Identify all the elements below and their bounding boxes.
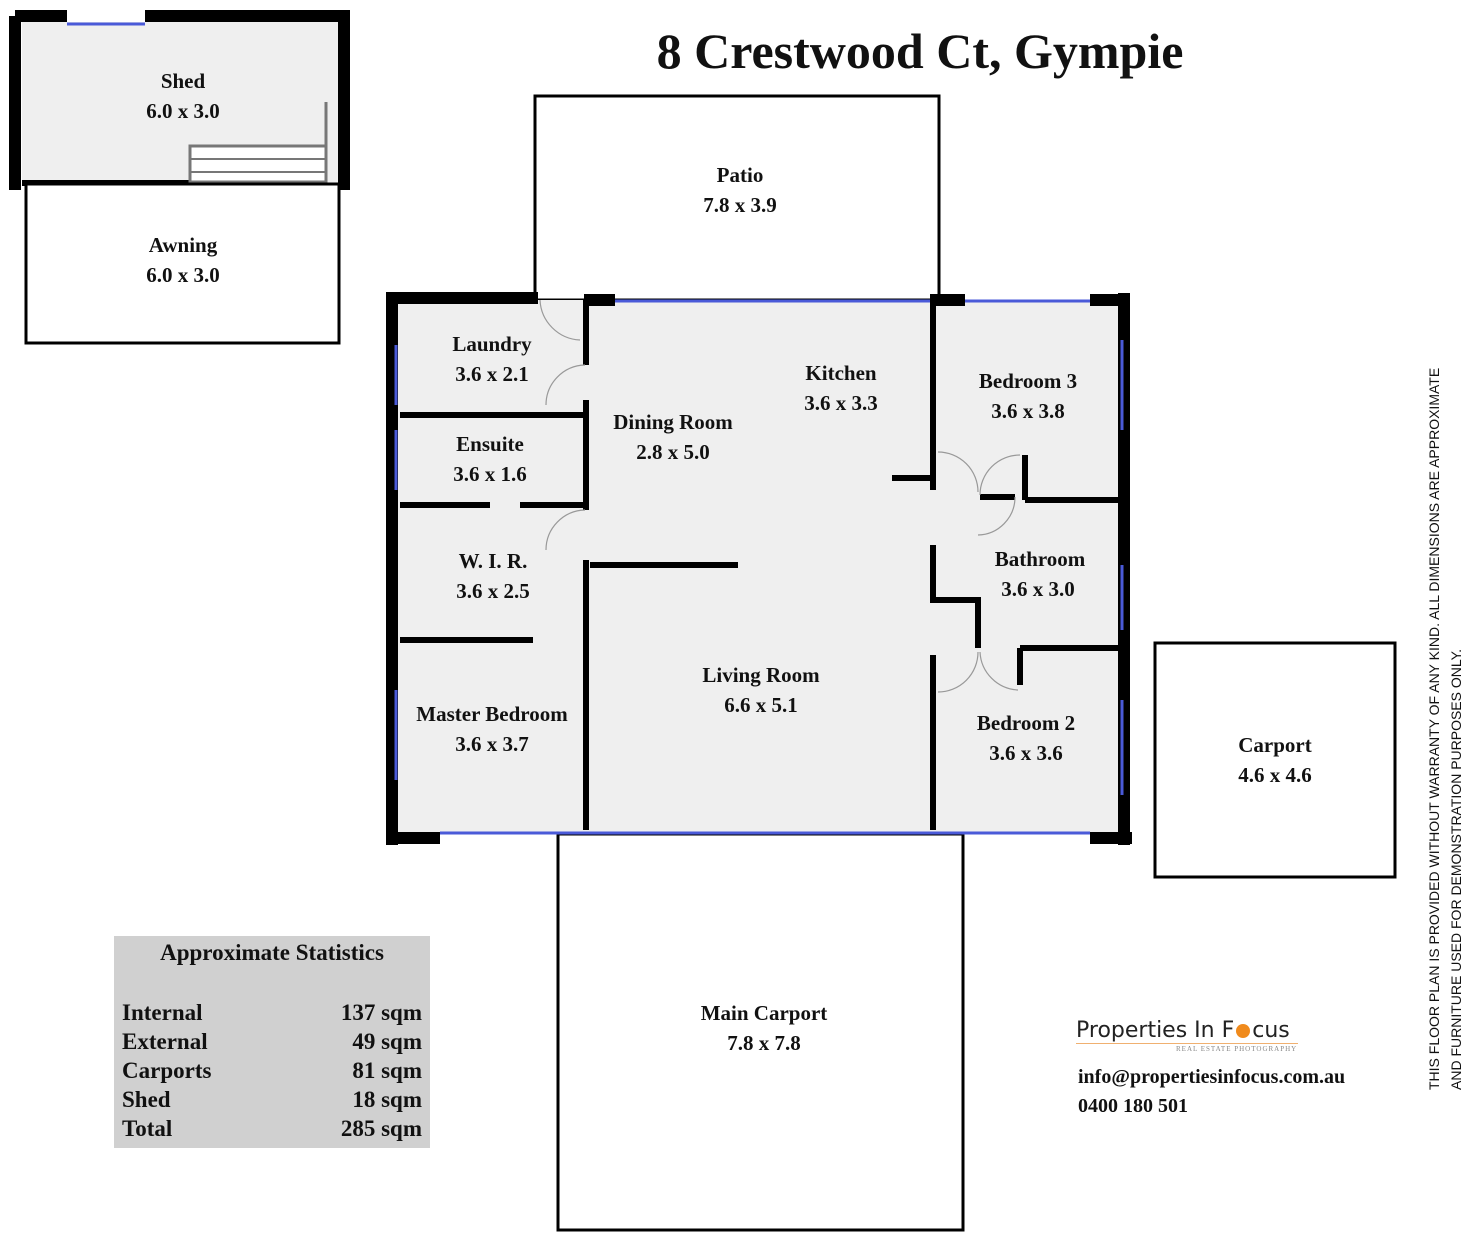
stat-value: 137 sqm xyxy=(340,1000,422,1025)
shed-roller-door xyxy=(188,144,328,184)
room-dims-awning: 6.0 x 3.0 xyxy=(146,263,220,287)
room-dims-laundry: 3.6 x 2.1 xyxy=(455,362,529,386)
room-name-master: Master Bedroom xyxy=(416,702,568,726)
room-dims-shed: 6.0 x 3.0 xyxy=(146,99,220,123)
room-name-laundry: Laundry xyxy=(452,332,532,356)
disclaimer-line: AND FURNITURE USED FOR DEMONSTRATION PUR… xyxy=(1448,648,1464,1090)
room-dims-patio: 7.8 x 3.9 xyxy=(703,193,777,217)
stat-label: Internal xyxy=(122,1000,203,1025)
statistics-heading: Approximate Statistics xyxy=(160,940,384,965)
room-dims-living: 6.6 x 5.1 xyxy=(724,693,798,717)
door-swings xyxy=(539,299,1021,693)
focus-house-icon xyxy=(1236,1024,1251,1038)
room-name-bed3: Bedroom 3 xyxy=(979,369,1077,393)
stat-row: Shed 18 sqm xyxy=(114,1085,430,1114)
statistics-panel: Approximate Statistics Internal 137 sqm E… xyxy=(114,936,430,1148)
stat-value: 18 sqm xyxy=(352,1087,422,1112)
room-name-kitchen: Kitchen xyxy=(805,361,876,385)
room-name-awning: Awning xyxy=(149,233,218,257)
room-dims-wir: 3.6 x 2.5 xyxy=(456,579,530,603)
room-dims-carport: 4.6 x 4.6 xyxy=(1238,763,1312,787)
stat-row: Internal 137 sqm xyxy=(114,998,430,1027)
stat-value: 285 sqm xyxy=(340,1116,422,1141)
room-name-patio: Patio xyxy=(717,163,764,187)
room-name-main-carport: Main Carport xyxy=(701,1001,828,1025)
stat-row: Total 285 sqm xyxy=(114,1114,430,1143)
stat-label: Shed xyxy=(122,1087,171,1112)
contact-info: info@propertiesinfocus.com.au 0400 180 5… xyxy=(1078,1063,1345,1121)
stat-label: Total xyxy=(122,1116,173,1141)
page-title: 8 Crestwood Ct, Gympie xyxy=(656,23,1184,79)
room-dims-dining: 2.8 x 5.0 xyxy=(636,440,710,464)
brand-name-part: cus xyxy=(1252,1018,1290,1043)
brand-name-part: Properties In F xyxy=(1076,1018,1235,1043)
contact-phone: 0400 180 501 xyxy=(1078,1095,1188,1117)
room-dims-master: 3.6 x 3.7 xyxy=(455,732,529,756)
awning-outline xyxy=(24,182,341,345)
stat-label: Carports xyxy=(122,1058,212,1083)
room-dims-kitchen: 3.6 x 3.3 xyxy=(804,391,878,415)
room-name-dining: Dining Room xyxy=(613,410,733,434)
room-name-bed2: Bedroom 2 xyxy=(977,711,1075,735)
room-name-ensuite: Ensuite xyxy=(456,432,524,456)
stat-value: 49 sqm xyxy=(352,1029,422,1054)
carport-outline xyxy=(1153,641,1397,879)
disclaimer-line: THIS FLOOR PLAN IS PROVIDED WITHOUT WARR… xyxy=(1426,367,1442,1090)
stat-row: External 49 sqm xyxy=(114,1027,430,1056)
room-dims-bed2: 3.6 x 3.6 xyxy=(989,741,1063,765)
stat-value: 81 sqm xyxy=(352,1058,422,1083)
brand-tagline: REAL ESTATE PHOTOGRAPHY xyxy=(1176,1045,1298,1053)
stat-row: Carports 81 sqm xyxy=(114,1056,430,1085)
brand-underline xyxy=(1076,1043,1298,1044)
contact-email[interactable]: info@propertiesinfocus.com.au xyxy=(1078,1066,1346,1088)
room-dims-bathroom: 3.6 x 3.0 xyxy=(1001,577,1075,601)
exterior-walls xyxy=(386,292,1132,845)
room-name-carport: Carport xyxy=(1238,733,1311,757)
room-dims-main-carport: 7.8 x 7.8 xyxy=(727,1031,801,1055)
room-name-wir: W. I. R. xyxy=(459,549,528,573)
room-dims-ensuite: 3.6 x 1.6 xyxy=(453,462,527,486)
patio-outline xyxy=(533,94,941,302)
room-name-living: Living Room xyxy=(702,663,820,687)
disclaimer: THIS FLOOR PLAN IS PROVIDED WITHOUT WARR… xyxy=(1423,230,1467,1090)
room-name-bathroom: Bathroom xyxy=(995,547,1086,571)
stat-label: External xyxy=(122,1029,208,1054)
brand-logo: Properties In F cus REAL ESTATE PHOTOGRAP… xyxy=(1076,1018,1298,1053)
room-dims-bed3: 3.6 x 3.8 xyxy=(991,399,1065,423)
house-floor xyxy=(394,300,1126,834)
room-name-shed: Shed xyxy=(161,69,206,93)
interior-walls xyxy=(400,300,1120,830)
shed-walls xyxy=(9,10,350,190)
